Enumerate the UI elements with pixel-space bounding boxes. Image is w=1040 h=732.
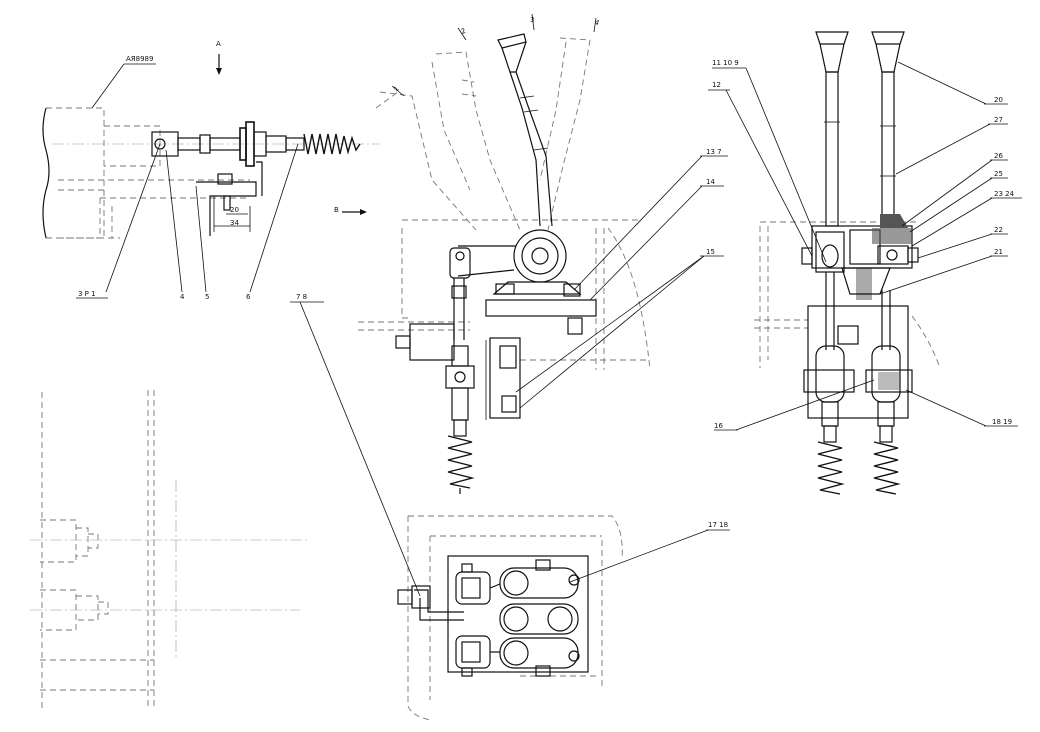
svg-text:11 10 9: 11 10 9: [712, 59, 739, 67]
svg-text:4: 4: [180, 293, 185, 301]
svg-text:2: 2: [460, 27, 467, 36]
svg-text:14: 14: [706, 178, 715, 186]
center-view: 13 7 14 15 1 2 3 4: [358, 13, 728, 494]
svg-text:4: 4: [593, 18, 600, 27]
right-view: 11 10 9 12 20 27 26 25 23 24 22 21 16 18…: [708, 31, 1022, 495]
view-arrow-a: A: [216, 40, 222, 75]
svg-text:12: 12: [712, 81, 721, 89]
svg-text:23 24: 23 24: [994, 190, 1015, 198]
svg-text:6: 6: [246, 293, 251, 301]
svg-text:5: 5: [205, 293, 209, 301]
bottom-view: 7 8 17 18: [290, 293, 730, 721]
svg-text:1: 1: [392, 85, 401, 94]
svg-text:34: 34: [230, 219, 239, 227]
svg-text:25: 25: [994, 170, 1003, 178]
svg-text:B: B: [334, 206, 339, 214]
svg-text:3: 3: [530, 16, 534, 24]
title-note: АЯ8989: [126, 55, 153, 63]
svg-text:27: 27: [994, 116, 1003, 124]
svg-text:18 19: 18 19: [992, 418, 1012, 426]
svg-text:7 8: 7 8: [296, 293, 307, 301]
left-view: 20 34 3 P 1 4 5 6: [42, 107, 380, 301]
svg-text:20: 20: [230, 206, 239, 214]
svg-text:16: 16: [714, 422, 723, 430]
svg-text:17 18: 17 18: [708, 521, 728, 529]
svg-text:20: 20: [994, 96, 1003, 104]
svg-text:15: 15: [706, 248, 715, 256]
svg-text:3 P 1: 3 P 1: [78, 290, 96, 298]
svg-text:A: A: [216, 40, 221, 48]
svg-text:13 7: 13 7: [706, 148, 722, 156]
view-arrow-b: B: [334, 206, 367, 215]
svg-text:26: 26: [994, 152, 1003, 160]
lower-left-view: [30, 390, 310, 710]
svg-text:21: 21: [994, 248, 1003, 256]
svg-text:22: 22: [994, 226, 1003, 234]
